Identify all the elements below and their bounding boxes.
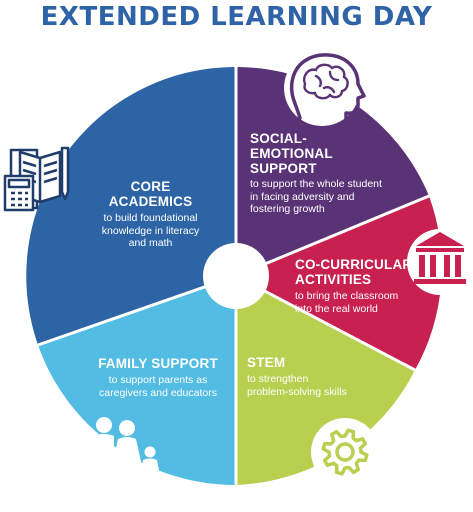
co-curricular-heading: CO-CURRICULAR ACTIVITIES bbox=[295, 257, 413, 287]
core-academics-description: to build foundational knowledge in liter… bbox=[101, 212, 200, 249]
co-curricular-text: CO-CURRICULAR ACTIVITIES to bring the cl… bbox=[295, 257, 415, 315]
family-support-heading: FAMILY SUPPORT bbox=[98, 356, 218, 371]
family-support-text: FAMILY SUPPORT to support parents as car… bbox=[88, 356, 228, 399]
social-emotional-text: SOCIAL- EMOTIONAL SUPPORT to support the… bbox=[250, 131, 390, 216]
stem-description: to strengthen problem-solving skills bbox=[247, 373, 347, 398]
book-calculator-icon bbox=[3, 146, 70, 212]
gear-icon bbox=[311, 418, 379, 486]
segment-dividers bbox=[37, 67, 430, 485]
center-hub bbox=[203, 243, 269, 309]
social-emotional-description: to support the whole student in facing a… bbox=[250, 178, 382, 215]
segment-core-academics bbox=[26, 66, 237, 345]
museum-building-icon bbox=[407, 229, 473, 295]
social-emotional-heading: SOCIAL- EMOTIONAL SUPPORT bbox=[250, 131, 333, 176]
page-title: EXTENDED LEARNING DAY bbox=[40, 2, 433, 32]
core-academics-heading: CORE ACADEMICS bbox=[108, 179, 193, 209]
stem-text: STEM to strengthen problem-solving skill… bbox=[247, 355, 377, 398]
family-support-description: to support parents as caregivers and edu… bbox=[99, 374, 217, 399]
segment-stem bbox=[236, 276, 415, 485]
stem-heading: STEM bbox=[247, 355, 286, 370]
co-curricular-description: to bring the classroom into the real wor… bbox=[295, 290, 399, 315]
segment-social-emotional bbox=[236, 67, 429, 276]
family-icon bbox=[73, 417, 160, 486]
core-academics-text: CORE ACADEMICS to build foundational kno… bbox=[83, 179, 218, 250]
segment-co-curricular bbox=[236, 196, 442, 370]
brain-head-icon bbox=[284, 50, 366, 126]
